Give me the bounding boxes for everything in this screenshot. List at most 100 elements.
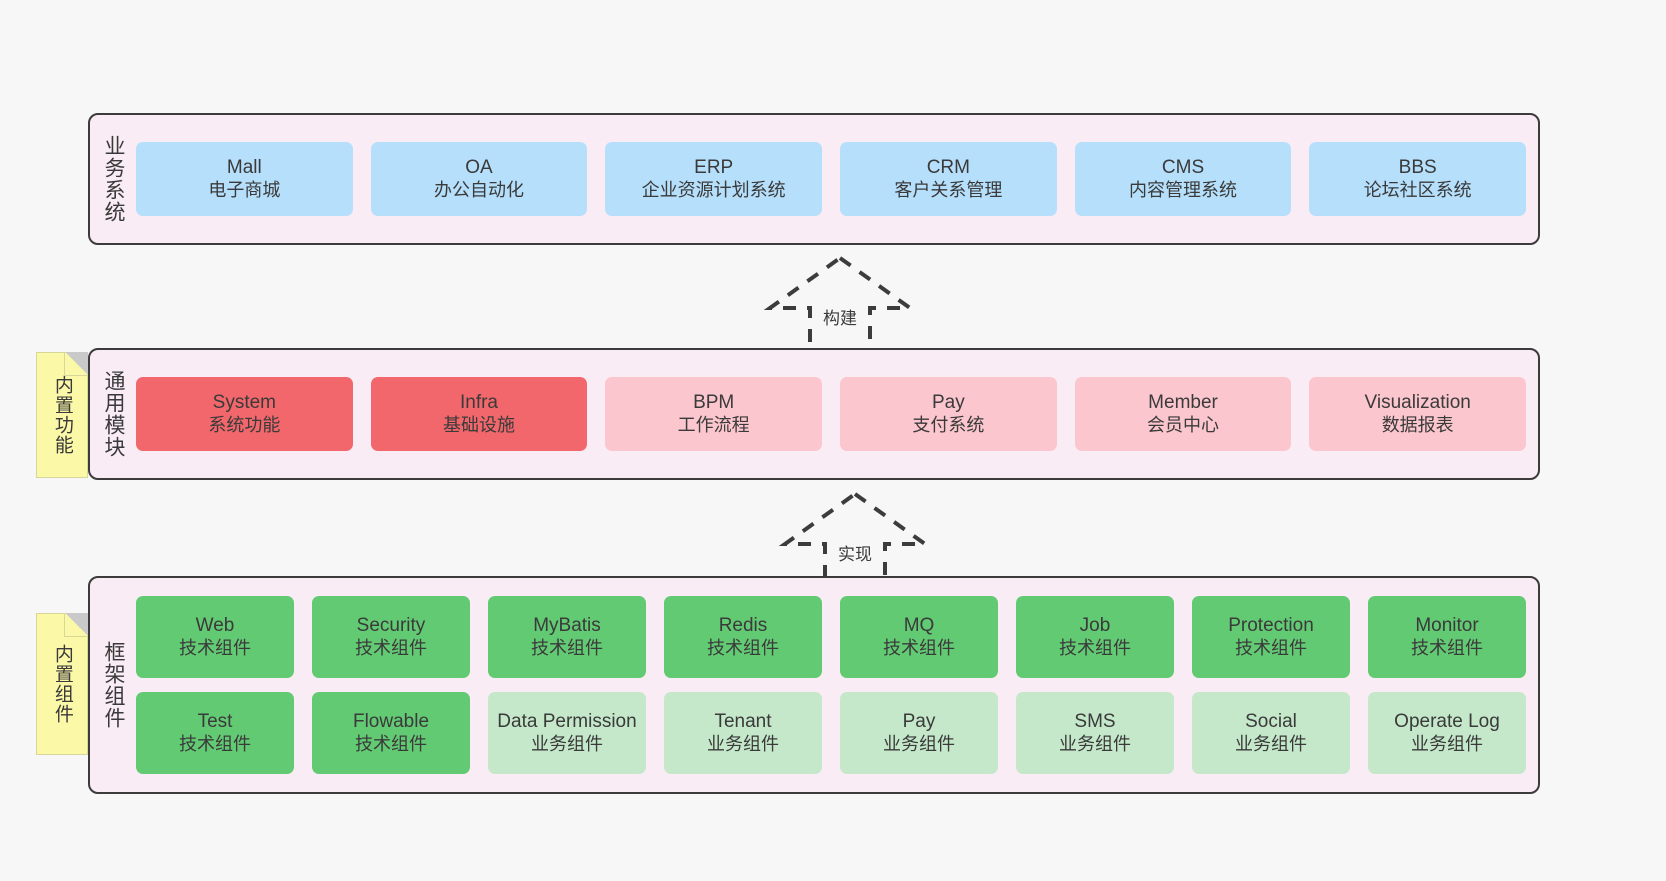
- layer-common-label: 通用模块: [101, 370, 125, 458]
- cell-monitor[interactable]: Monitor 技术组件: [1368, 596, 1526, 678]
- cell-title: Protection: [1228, 615, 1314, 637]
- cell-subtitle: 业务组件: [1411, 733, 1483, 754]
- cell-protection[interactable]: Protection 技术组件: [1192, 596, 1350, 678]
- cell-title: BPM: [693, 392, 735, 414]
- cell-data-permission[interactable]: Data Permission 业务组件: [488, 692, 646, 774]
- cell-subtitle: 会员中心: [1147, 414, 1220, 435]
- cell-subtitle: 论坛社区系统: [1363, 179, 1472, 200]
- note-tag-builtin-features: 内置功能: [36, 352, 88, 478]
- cell-redis[interactable]: Redis 技术组件: [664, 596, 822, 678]
- cell-subtitle: 技术组件: [707, 637, 779, 658]
- cell-title: Mall: [226, 157, 262, 179]
- layer-framework-body: Web 技术组件 Security 技术组件 MyBatis 技术组件 Redi…: [136, 578, 1538, 792]
- cell-subtitle: 基础设施: [443, 414, 515, 435]
- cell-mybatis[interactable]: MyBatis 技术组件: [488, 596, 646, 678]
- cell-title: Job: [1079, 615, 1111, 637]
- cell-title: Data Permission: [497, 711, 637, 733]
- cell-subtitle: 业务组件: [707, 733, 779, 754]
- cell-test[interactable]: Test 技术组件: [136, 692, 294, 774]
- cell-system[interactable]: System 系统功能: [136, 377, 353, 451]
- cell-subtitle: 技术组件: [1411, 637, 1483, 658]
- cell-title: Member: [1148, 392, 1218, 414]
- cell-title: Security: [356, 615, 426, 637]
- layer-business-systems: 业务系统 Mall 电子商城 OA 办公自动化 ERP 企业资源计划系统 CRM…: [88, 113, 1540, 245]
- cell-social[interactable]: Social 业务组件: [1192, 692, 1350, 774]
- cell-title: Infra: [459, 392, 499, 414]
- cell-subtitle: 业务组件: [1059, 733, 1131, 754]
- framework-row-business: Test 技术组件 Flowable 技术组件 Data Permission …: [136, 692, 1526, 774]
- cell-pay-component[interactable]: Pay 业务组件: [840, 692, 998, 774]
- cell-web[interactable]: Web 技术组件: [136, 596, 294, 678]
- cell-subtitle: 技术组件: [531, 637, 603, 658]
- cell-member[interactable]: Member 会员中心: [1074, 377, 1292, 451]
- cell-title: OA: [465, 157, 493, 179]
- layer-business-label: 业务系统: [101, 135, 125, 223]
- cell-subtitle: 业务组件: [531, 733, 603, 754]
- cell-title: ERP: [694, 157, 734, 179]
- dashed-hollow-arrow-icon: [763, 255, 917, 354]
- cell-subtitle: 办公自动化: [434, 179, 524, 200]
- cell-pay-module[interactable]: Pay 支付系统: [840, 377, 1057, 451]
- cell-subtitle: 技术组件: [355, 733, 427, 754]
- cell-operate-log[interactable]: Operate Log 业务组件: [1368, 692, 1526, 774]
- cell-bbs[interactable]: BBS 论坛社区系统: [1309, 142, 1527, 216]
- cell-crm[interactable]: CRM 客户关系管理: [840, 142, 1057, 216]
- cell-title: CRM: [926, 157, 970, 179]
- cell-subtitle: 技术组件: [179, 733, 251, 754]
- cell-subtitle: 技术组件: [883, 637, 955, 658]
- cell-title: Tenant: [714, 711, 772, 733]
- cell-subtitle: 业务组件: [883, 733, 955, 754]
- cell-visualization[interactable]: Visualization 数据报表: [1309, 377, 1527, 451]
- common-row: System 系统功能 Infra 基础设施 BPM 工作流程 Pay 支付系统…: [136, 377, 1527, 451]
- note-tag-builtin-components: 内置组件: [36, 613, 88, 755]
- cell-title: MyBatis: [533, 615, 601, 637]
- cell-security[interactable]: Security 技术组件: [312, 596, 470, 678]
- cell-erp[interactable]: ERP 企业资源计划系统: [605, 142, 823, 216]
- cell-infra[interactable]: Infra 基础设施: [370, 377, 588, 451]
- cell-mq[interactable]: MQ 技术组件: [840, 596, 998, 678]
- cell-sms[interactable]: SMS 业务组件: [1016, 692, 1174, 774]
- cell-subtitle: 系统功能: [208, 414, 281, 435]
- cell-subtitle: 电子商城: [208, 179, 281, 200]
- arrow-build: 构建: [760, 252, 920, 357]
- cell-title: Visualization: [1364, 392, 1471, 414]
- cell-title: Redis: [718, 615, 768, 637]
- cell-oa[interactable]: OA 办公自动化: [370, 142, 588, 216]
- cell-subtitle: 企业资源计划系统: [641, 179, 786, 200]
- cell-subtitle: 技术组件: [355, 637, 427, 658]
- business-row: Mall 电子商城 OA 办公自动化 ERP 企业资源计划系统 CRM 客户关系…: [136, 142, 1527, 216]
- cell-title: CMS: [1161, 157, 1205, 179]
- cell-job[interactable]: Job 技术组件: [1016, 596, 1174, 678]
- layer-framework-label: 框架组件: [101, 641, 125, 729]
- layer-common-modules: 通用模块 System 系统功能 Infra 基础设施 BPM 工作流程 Pay…: [88, 348, 1540, 480]
- cell-title: Test: [197, 711, 233, 733]
- cell-subtitle: 技术组件: [179, 637, 251, 658]
- cell-title: Flowable: [352, 711, 430, 733]
- cell-subtitle: 技术组件: [1235, 637, 1307, 658]
- cell-subtitle: 客户关系管理: [894, 179, 1003, 200]
- cell-tenant[interactable]: Tenant 业务组件: [664, 692, 822, 774]
- cell-subtitle: 支付系统: [912, 414, 985, 435]
- cell-title: Web: [195, 615, 235, 637]
- cell-subtitle: 数据报表: [1381, 414, 1454, 435]
- cell-title: Operate Log: [1394, 711, 1500, 733]
- layer-business-body: Mall 电子商城 OA 办公自动化 ERP 企业资源计划系统 CRM 客户关系…: [136, 115, 1538, 243]
- cell-title: Social: [1245, 711, 1297, 733]
- cell-title: Monitor: [1415, 615, 1479, 637]
- cell-title: BBS: [1398, 157, 1437, 179]
- cell-cms[interactable]: CMS 内容管理系统: [1074, 142, 1292, 216]
- cell-title: SMS: [1074, 711, 1116, 733]
- cell-title: Pay: [931, 392, 965, 414]
- cell-mall[interactable]: Mall 电子商城: [136, 142, 353, 216]
- cell-subtitle: 工作流程: [677, 414, 750, 435]
- cell-flowable[interactable]: Flowable 技术组件: [312, 692, 470, 774]
- cell-subtitle: 技术组件: [1059, 637, 1131, 658]
- cell-subtitle: 内容管理系统: [1129, 179, 1238, 200]
- layer-common-body: System 系统功能 Infra 基础设施 BPM 工作流程 Pay 支付系统…: [136, 350, 1538, 478]
- cell-title: MQ: [903, 615, 935, 637]
- cell-bpm[interactable]: BPM 工作流程: [605, 377, 823, 451]
- cell-title: System: [212, 392, 277, 414]
- cell-subtitle: 业务组件: [1235, 733, 1307, 754]
- framework-row-tech: Web 技术组件 Security 技术组件 MyBatis 技术组件 Redi…: [136, 596, 1526, 678]
